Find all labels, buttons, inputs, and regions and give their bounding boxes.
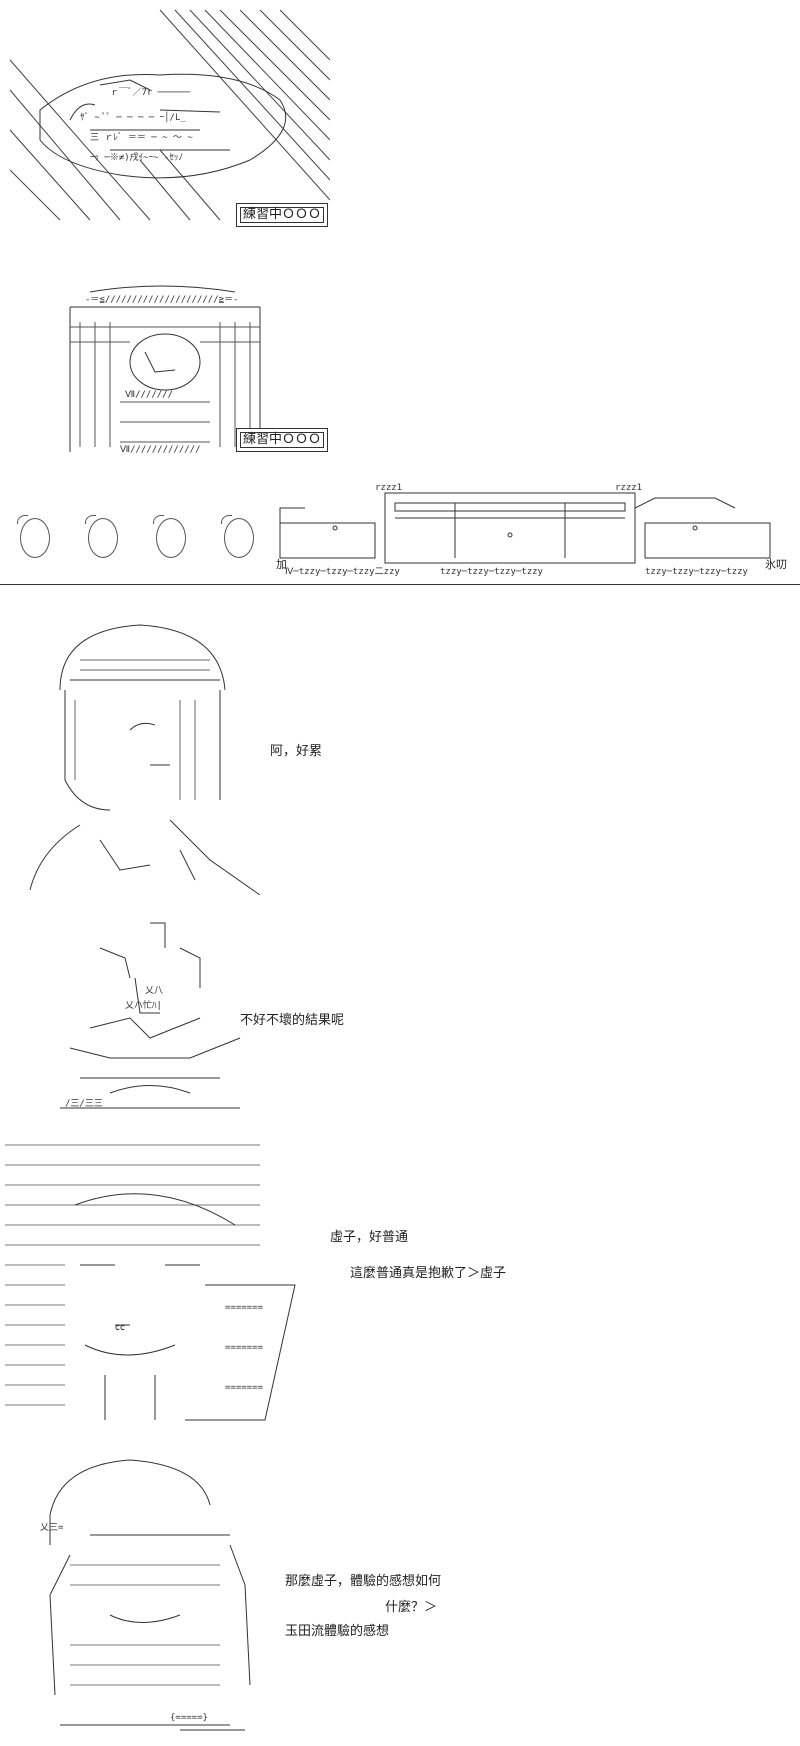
svg-text:乂三=: 乂三=	[40, 1523, 64, 1533]
svg-text:tzzy─tzzy─tzzy─tzzy: tzzy─tzzy─tzzy─tzzy	[440, 567, 544, 577]
panel-6: ⅽⅽ ======= ======= ======= 虛子，好普通 這麼普通真是…	[0, 1135, 800, 1435]
oval-shape	[153, 515, 186, 558]
svg-text:Ⅶ/////////////: Ⅶ/////////////	[120, 445, 201, 455]
character-art	[20, 610, 280, 895]
panel-4: 阿，好累	[0, 610, 800, 900]
rain-scene-art: ｒ￣ﾞ／7r ────── ｻﾞ ~ ﾟﾟ ─ ─ ─ ─ ｰ│/L_ 三 ｒﾚ…	[0, 0, 330, 230]
svg-text:tzzy─tzzy─tzzy─tzzy: tzzy─tzzy─tzzy─tzzy	[645, 567, 749, 577]
dialog-line: 阿，好累	[270, 744, 323, 759]
train-art: rzzz1 rzzz1 Ⅳ─tzzy─tzzy─tzzy二zzy tzzy─tz…	[275, 478, 790, 578]
svg-text:=======: =======	[225, 1383, 264, 1393]
oval-shape	[17, 515, 50, 558]
oval-shape	[85, 515, 118, 558]
sign-right: 氷叨	[765, 558, 787, 571]
svg-text:rzzz1: rzzz1	[615, 483, 642, 493]
svg-text:ⅽⅽ: ⅽⅽ	[115, 1323, 125, 1333]
svg-text:Ⅳ─tzzy─tzzy─tzzy二zzy: Ⅳ─tzzy─tzzy─tzzy二zzy	[285, 567, 400, 577]
panel-2: -＝≦/////////////////////≧＝- Ⅶ/////// Ⅶ//…	[0, 282, 340, 462]
svg-text:Ⅶ///////: Ⅶ///////	[125, 390, 173, 400]
dialog-line: 什麼？＞	[385, 1600, 438, 1615]
character-art: ⅽⅽ ======= ======= =======	[5, 1135, 305, 1430]
oval-row	[17, 515, 254, 558]
character-art: 乂八 乂ハ忙ﾊ| /三/三三	[50, 918, 250, 1113]
practice-label-2: 練習中ＯＯＯ	[236, 428, 329, 452]
dialog-line: 這麼普通真是抱歉了＞虛子	[350, 1266, 507, 1281]
svg-text:{=====}: {=====}	[170, 1713, 208, 1723]
panel-divider	[0, 584, 800, 585]
svg-text:三 ｒﾚﾞ ＝＝ ─ ~ ～ ~: 三 ｒﾚﾞ ＝＝ ─ ~ ～ ~	[90, 132, 193, 143]
dialog-line: 那麼虛子，體驗的感想如何	[285, 1574, 442, 1589]
character-art: 乂三= {=====}	[30, 1455, 260, 1740]
panel-7: 乂三= {=====} 那麼虛子，體驗的感想如何 什麼？＞ 玉田流體驗的感想	[0, 1455, 800, 1740]
svg-text:rzzz1: rzzz1	[375, 483, 402, 493]
svg-text:ｒ￣ﾞ／7r ──────: ｒ￣ﾞ／7r ──────	[110, 86, 191, 98]
svg-text:ｻﾞ ~ ﾟﾟ ─ ─ ─ ─ ｰ│/L_: ｻﾞ ~ ﾟﾟ ─ ─ ─ ─ ｰ│/L_	[80, 111, 186, 123]
dialog-line: 虛子，好普通	[330, 1230, 409, 1245]
panel-5: 乂八 乂ハ忙ﾊ| /三/三三 不好不壞的結果呢	[0, 918, 800, 1118]
dialog-line: 不好不壞的結果呢	[240, 1013, 345, 1028]
svg-text:=======: =======	[225, 1343, 264, 1353]
svg-text:ｰｯ ─※≠)戌ｲ~ｰ~ -ｾｯﾉ: ｰｯ ─※≠)戌ｲ~ｰ~ -ｾｯﾉ	[90, 151, 183, 163]
practice-label-1: 練習中ＯＯＯ	[236, 203, 329, 227]
svg-text:=======: =======	[225, 1303, 264, 1313]
svg-text:乂ハ忙ﾊ|: 乂ハ忙ﾊ|	[125, 999, 162, 1011]
dialog-line: 玉田流體驗的感想	[285, 1624, 390, 1639]
svg-text:乂八: 乂八	[145, 986, 163, 996]
svg-text:/三/三三: /三/三三	[65, 1099, 103, 1109]
stack-art: -＝≦/////////////////////≧＝- Ⅶ/////// Ⅶ//…	[60, 282, 270, 457]
svg-text:-＝≦/////////////////////≧＝-: -＝≦/////////////////////≧＝-	[85, 295, 238, 305]
panel-1: ｒ￣ﾞ／7r ────── ｻﾞ ~ ﾟﾟ ─ ─ ─ ─ ｰ│/L_ 三 ｒﾚ…	[0, 0, 330, 230]
oval-shape	[221, 515, 254, 558]
panel-3: rzzz1 rzzz1 Ⅳ─tzzy─tzzy─tzzy二zzy tzzy─tz…	[0, 478, 800, 588]
sign-left: 加	[276, 558, 287, 571]
